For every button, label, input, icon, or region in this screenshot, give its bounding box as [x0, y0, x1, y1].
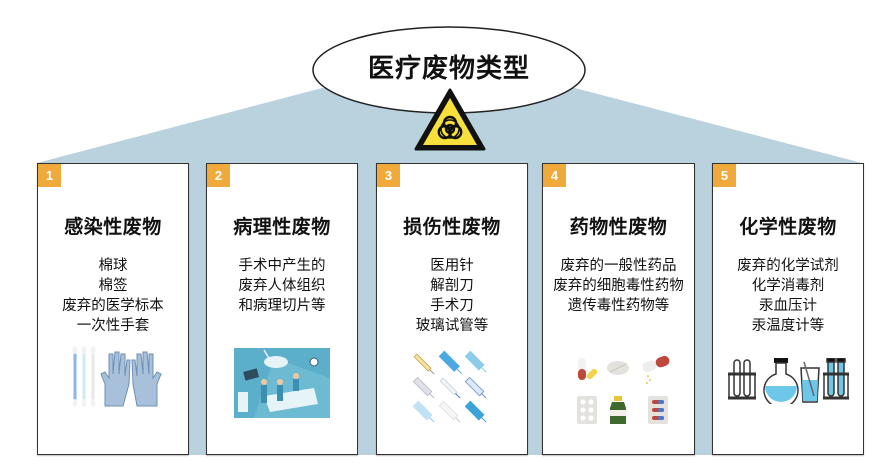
category-title: 感染性废物: [64, 216, 162, 238]
category-title: 病理性废物: [233, 216, 331, 238]
item: 遗传毒性药物等: [567, 298, 670, 314]
biohazard-warning-icon: [414, 88, 486, 151]
item: 废弃人体组织: [238, 278, 326, 294]
item: 医用针: [430, 258, 474, 274]
item: 和病理切片等: [238, 298, 326, 314]
cotton-swabs-and-gloves-icon: [38, 344, 188, 424]
number-badge: 4: [543, 164, 566, 187]
lab-glassware-icons: [713, 358, 863, 438]
operating-room-illustration: [207, 348, 357, 428]
category-items: 废弃的化学试剂 化学消毒剂 汞血压计 汞温度计等: [713, 256, 863, 336]
category-items: 医用针 解剖刀 手术刀 玻璃试管等: [377, 256, 527, 336]
item: 棉签: [98, 278, 128, 294]
item: 汞血压计: [759, 298, 817, 314]
category-card-pharmaceutical: 4 药物性废物 废弃的一般性药品 废弃的细胞毒性药物 遗传毒性药物等: [542, 163, 695, 455]
item: 解剖刀: [430, 278, 474, 294]
number-badge: 3: [377, 164, 400, 187]
item: 玻璃试管等: [415, 318, 489, 334]
pills-and-medicine-icons: [543, 346, 694, 426]
number-badge: 2: [207, 164, 230, 187]
category-card-chemical: 5 化学性废物 废弃的化学试剂 化学消毒剂 汞血压计 汞温度计等: [712, 163, 864, 455]
category-card-infectious: 1 感染性废物 棉球 棉签 废弃的医学标本 一次性手套: [37, 163, 189, 455]
category-card-pathological: 2 病理性废物 手术中产生的 废弃人体组织 和病理切片等: [206, 163, 358, 455]
diagram-title: 医疗废物类型: [367, 54, 530, 84]
item: 废弃的医学标本: [62, 298, 164, 314]
category-title: 药物性废物: [569, 216, 668, 238]
category-items: 手术中产生的 废弃人体组织 和病理切片等: [207, 256, 357, 316]
category-items: 废弃的一般性药品 废弃的细胞毒性药物 遗传毒性药物等: [543, 256, 694, 316]
item: 废弃的一般性药品: [560, 258, 677, 274]
item: 废弃的细胞毒性药物: [553, 278, 684, 294]
number-badge: 1: [38, 164, 61, 187]
item: 棉球: [98, 258, 128, 274]
item: 手术中产生的: [238, 258, 326, 274]
category-card-sharps: 3 损伤性废物 医用针 解剖刀 手术刀 玻璃试管等: [376, 163, 528, 455]
category-items: 棉球 棉签 废弃的医学标本 一次性手套: [38, 256, 188, 336]
category-title: 损伤性废物: [403, 216, 501, 238]
item: 废弃的化学试剂: [737, 258, 839, 274]
item: 汞温度计等: [751, 318, 825, 334]
number-badge: 5: [713, 164, 736, 187]
item: 一次性手套: [76, 318, 150, 334]
item: 手术刀: [430, 298, 474, 314]
syringes-icon-grid: [377, 346, 527, 426]
category-title: 化学性废物: [739, 216, 837, 238]
item: 化学消毒剂: [751, 278, 825, 294]
